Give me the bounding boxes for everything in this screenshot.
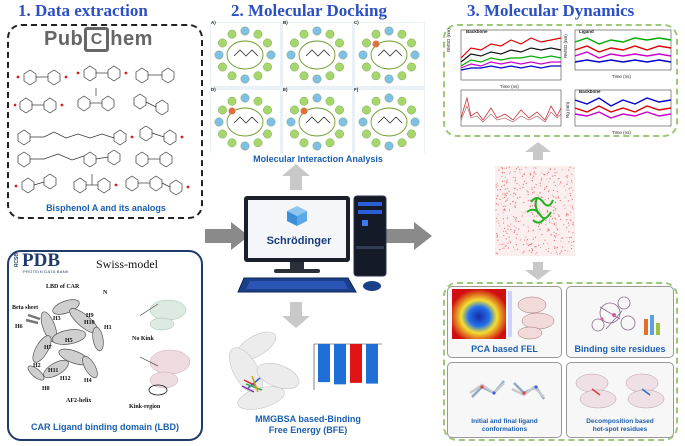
arrow-right-from-data [205,222,249,250]
docking-panel-2 [283,23,352,86]
caption-interaction-analysis: Molecular Interaction Analysis [253,154,383,164]
plot-title-rg: Backbone [579,89,601,94]
label-beta-sheet: Beta sheet [12,305,39,311]
car-protein-ribbon [25,299,104,381]
docking-panel-5 [283,90,352,153]
bisphenol-structures [14,65,190,196]
docking-panel-6 [355,90,424,153]
title-molecular-docking: 2. Molecular Docking [231,1,387,20]
label-lbd-of-car: LBD of CAR [46,284,80,290]
kink-comparison [140,299,191,396]
pubchem-logo-right: hem [110,27,153,50]
data-extraction-box [7,24,203,219]
label-h1: H1 [104,325,112,331]
label-h8: H8 [42,386,50,392]
pdb-logo-text: PDB [22,250,60,271]
docking-panel-label-c: C) [354,20,359,25]
plot-ylabel-rg: Rg (nm) [565,101,570,118]
label-af2-helix: AF2-helix [66,398,92,404]
arrow-up-to-interaction [282,164,310,190]
pubchem-logo-left: Pub [44,27,84,50]
panel-initial-final [447,362,562,438]
docking-panel-label-b: B) [283,20,288,25]
md-plots [460,29,672,127]
mmgbsa-complex [229,331,300,410]
plot-ylabel-ligand-rmsd: RMSD (nm) [563,34,568,58]
plot-xlabel-backbone-rmsd: Time (ns) [500,84,519,89]
label-h6: H6 [15,324,23,330]
ligand-conformations-art [469,380,545,400]
caption-binding-site: Binding site residues [574,344,666,354]
docking-panel-label-f: F) [354,87,359,92]
caption-mmgbsa-line2: Free Energy (BFE) [268,425,348,435]
caption-initial-final-line2: conformations [481,426,528,433]
label-h12: H12 [60,376,71,382]
label-kink-region: Kink-region [129,404,161,410]
hotspot-residues-art [575,373,665,409]
title-data-extraction: 1. Data extraction [18,1,148,20]
docking-panel-label-a: A) [211,20,216,25]
plot-title-backbone-rmsd: Backbone [466,29,488,34]
title-molecular-dynamics: 3. Molecular Dynamics [467,1,635,20]
binding-site-residues-art [591,296,660,335]
docking-panels-art [211,23,424,153]
docking-panel-4 [211,90,280,153]
pdb-logo-subtitle: PROTEIN DATA BANK [23,269,69,274]
car-lbd-box [7,250,203,441]
label-h3: H3 [53,316,61,322]
caption-car-lbd: CAR Ligand binding domain (LBD) [31,422,179,432]
solvated-protein-box [495,166,575,256]
label-h10: H10 [84,320,95,326]
plot-xlabel-rg: Time (ns) [612,130,631,135]
bfe-bar-1 [318,344,330,383]
arrow-down-to-mmgbsa [282,302,310,328]
plot-xlabel-ligand-rmsd: Time (ns) [612,74,631,79]
caption-pca-fel: PCA based FEL [471,344,538,354]
pubchem-logo-c: C [84,27,110,52]
label-no-kink: No Kink [132,336,154,342]
swiss-model-label: Swiss-model [96,257,159,271]
label-h7: H7 [44,345,52,351]
bfe-bar-2 [334,344,346,385]
pdb-logo-rcsb: RCSB [14,253,20,268]
arrow-down-to-md-analysis [525,262,551,280]
label-h2: H2 [33,363,41,369]
plot-ylabel-backbone-rmsd: RMSD (nm) [446,28,451,52]
md-plots-box [443,24,678,137]
caption-initial-final-line1: Initial and final ligand [471,418,538,425]
panel-binding-site [566,286,674,358]
label-n-terminus: N [103,290,108,296]
caption-mmgbsa-line1: MMGBSA based-Binding [255,414,361,424]
schrodinger-logo: Schrödinger [266,235,332,247]
pca-fel-plot [452,289,555,340]
docking-panel-1 [211,23,280,86]
label-h9: H9 [86,313,94,319]
docking-panel-label-d: D) [211,87,216,92]
docking-panel-label-e: E) [283,87,288,92]
label-h5: H5 [65,338,73,344]
bfe-bar-chart [313,343,382,390]
label-h11: H11 [48,368,59,374]
arrow-up-to-md-plots [525,142,551,160]
caption-bisphenol: Bisphenol A and its analogs [46,203,166,213]
bfe-bar-4 [366,344,378,384]
caption-decomposition-line1: Decomposition based [586,418,654,425]
arrow-right-to-dynamics [386,222,432,250]
docking-panel-3 [355,23,424,86]
bfe-bar-3 [350,344,362,383]
caption-decomposition-line2: hot-spot residues [592,426,648,433]
computer-workstation [237,195,387,293]
md-analysis-box [443,282,678,441]
plot-title-ligand-rmsd: Ligand [579,29,594,34]
label-h4: H4 [84,378,92,384]
pdb-logo: RCSB PDB PROTEIN DATA BANK [14,250,72,274]
